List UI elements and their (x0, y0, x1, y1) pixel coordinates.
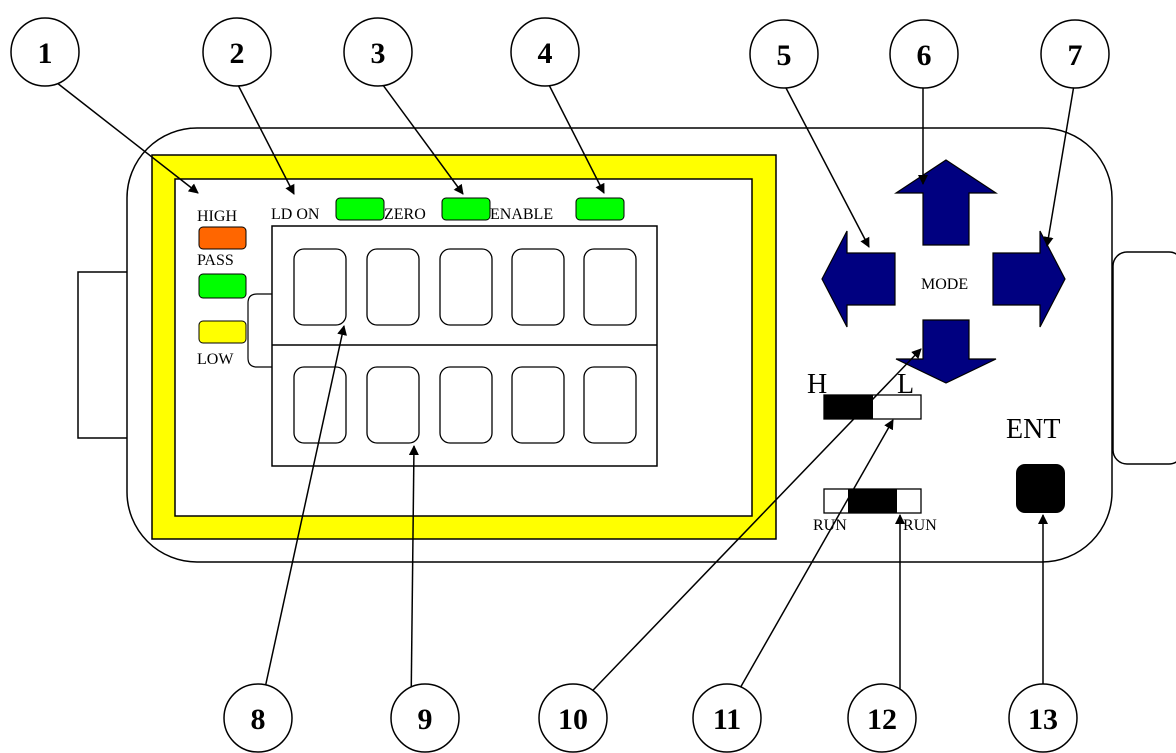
run-switch-knob (848, 489, 897, 513)
callout-circle-4 (510, 17, 580, 87)
ld-on-led (335, 197, 385, 221)
right-arrow-icon (992, 230, 1066, 328)
upper-digit (439, 248, 493, 326)
callout-circle-1 (10, 17, 80, 87)
callout-circle-6 (889, 19, 959, 89)
low-label: LOW (197, 351, 234, 368)
enable-label: ENABLE (490, 206, 553, 223)
callout-number-10: 10 (558, 703, 588, 736)
led-bracket (247, 293, 272, 368)
l-label: L (897, 369, 914, 400)
callout-circle-10 (538, 683, 608, 753)
lower-digit (511, 366, 565, 444)
callout-circle-11 (692, 683, 762, 753)
callout-number-8: 8 (251, 703, 266, 736)
ent-label: ENT (1006, 414, 1060, 445)
upper-digit (366, 248, 420, 326)
leader-4 (546, 80, 605, 194)
left-connector (77, 271, 131, 439)
callout-number-6: 6 (917, 39, 932, 72)
leader-7 (1043, 84, 1075, 247)
pass-label: PASS (197, 252, 234, 269)
callout-number-13: 13 (1028, 703, 1058, 736)
callout-circle-9 (390, 683, 460, 753)
mode-label: MODE (921, 276, 968, 293)
callout-number-3: 3 (371, 37, 386, 70)
upper-digit-row (293, 248, 637, 326)
callout-circles (10, 17, 1110, 753)
leader-lines (51, 78, 1075, 712)
run-left-label: RUN (813, 517, 847, 534)
leader-5 (785, 87, 870, 248)
callout-circle-13 (1008, 683, 1078, 753)
callout-circle-2 (202, 17, 272, 87)
ld-on-label: LD ON (271, 206, 320, 223)
callout-number-2: 2 (230, 37, 245, 70)
callout-number-7: 7 (1068, 39, 1083, 72)
callout-number-1: 1 (38, 37, 53, 70)
leader-1 (51, 78, 199, 194)
leader-9 (408, 445, 419, 712)
callout-number-4: 4 (538, 37, 553, 70)
zero-label: ZERO (384, 206, 426, 223)
callout-circle-8 (223, 683, 293, 753)
left-arrow-icon (821, 230, 896, 328)
callout-number-5: 5 (777, 39, 792, 72)
lower-digit (583, 366, 637, 444)
right-connector (1112, 251, 1176, 465)
run-right-label: RUN (903, 517, 937, 534)
leader-10 (572, 348, 922, 712)
upper-digit (293, 248, 347, 326)
callout-number-12: 12 (867, 703, 897, 736)
enable-led (575, 197, 625, 221)
upper-digit (511, 248, 565, 326)
down-arrow-icon (895, 319, 997, 384)
h-label: H (807, 369, 827, 400)
callout-number-11: 11 (713, 703, 741, 736)
lower-digit-row (293, 366, 637, 444)
leader-11 (726, 419, 894, 712)
upper-digit (583, 248, 637, 326)
low-led (198, 320, 247, 344)
callout-circle-5 (749, 19, 819, 89)
lower-digit (293, 366, 347, 444)
lower-digit (366, 366, 420, 444)
pass-led (198, 273, 247, 299)
leader-3 (379, 80, 464, 195)
callout-circle-12 (847, 683, 917, 753)
ent-button[interactable] (1016, 464, 1065, 513)
leader-2 (235, 80, 295, 195)
high-led (198, 226, 247, 250)
callout-circle-7 (1040, 19, 1110, 89)
lower-digit (439, 366, 493, 444)
zero-led (441, 197, 491, 221)
high-label: HIGH (197, 208, 237, 225)
callout-number-9: 9 (418, 703, 433, 736)
leader-8 (259, 325, 347, 712)
callout-circle-3 (343, 17, 413, 87)
